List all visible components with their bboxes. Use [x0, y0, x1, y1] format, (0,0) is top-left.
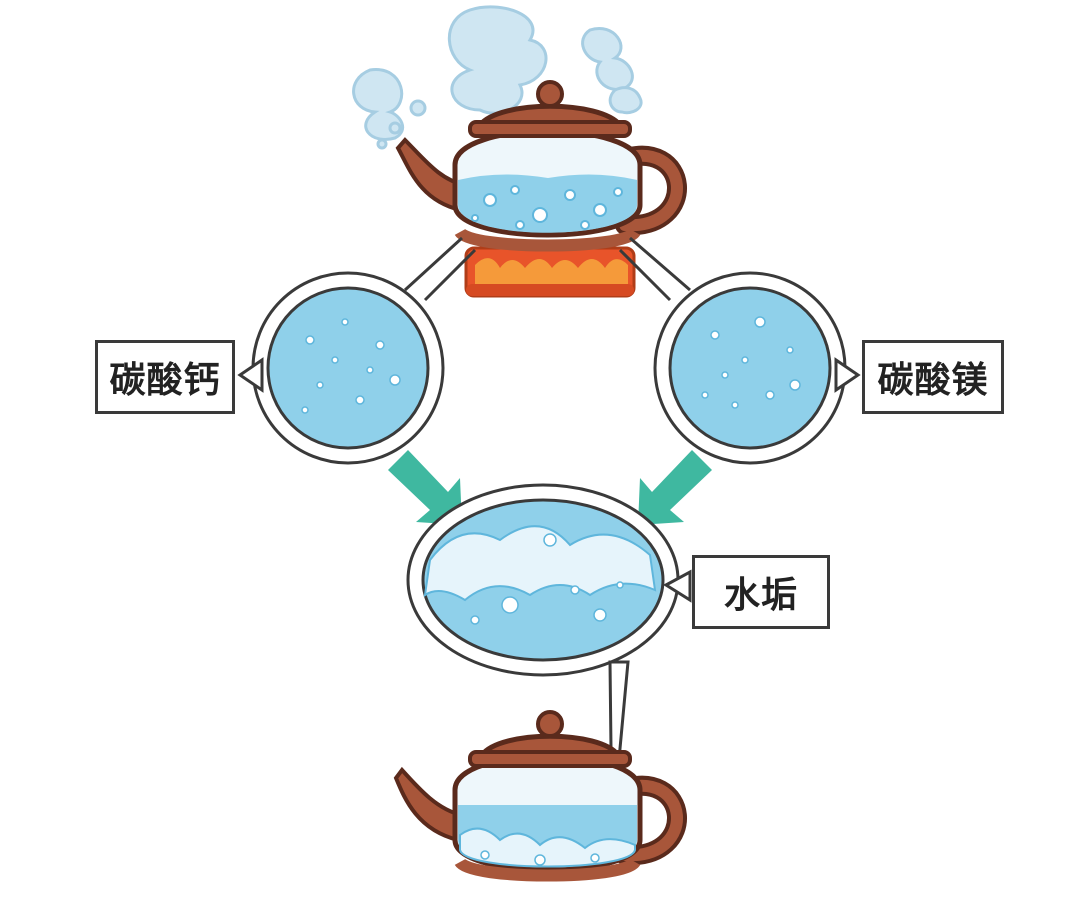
label-scale: 水垢 [692, 555, 830, 629]
arrow-right-icon [638, 450, 712, 525]
magnesium-carbonate-circle [653, 271, 861, 465]
label-calcium-carbonate: 碳酸钙 [95, 340, 235, 414]
flame-icon [464, 246, 636, 298]
steam-icon [352, 5, 643, 150]
scale-ellipse [406, 483, 692, 677]
arrow-left-icon [388, 450, 462, 525]
scaled-kettle-icon [393, 710, 687, 882]
boiling-kettle-icon [395, 80, 687, 252]
label-magnesium-carbonate: 碳酸镁 [862, 340, 1004, 414]
callout-lines [403, 236, 691, 302]
calcium-carbonate-circle [237, 271, 445, 465]
